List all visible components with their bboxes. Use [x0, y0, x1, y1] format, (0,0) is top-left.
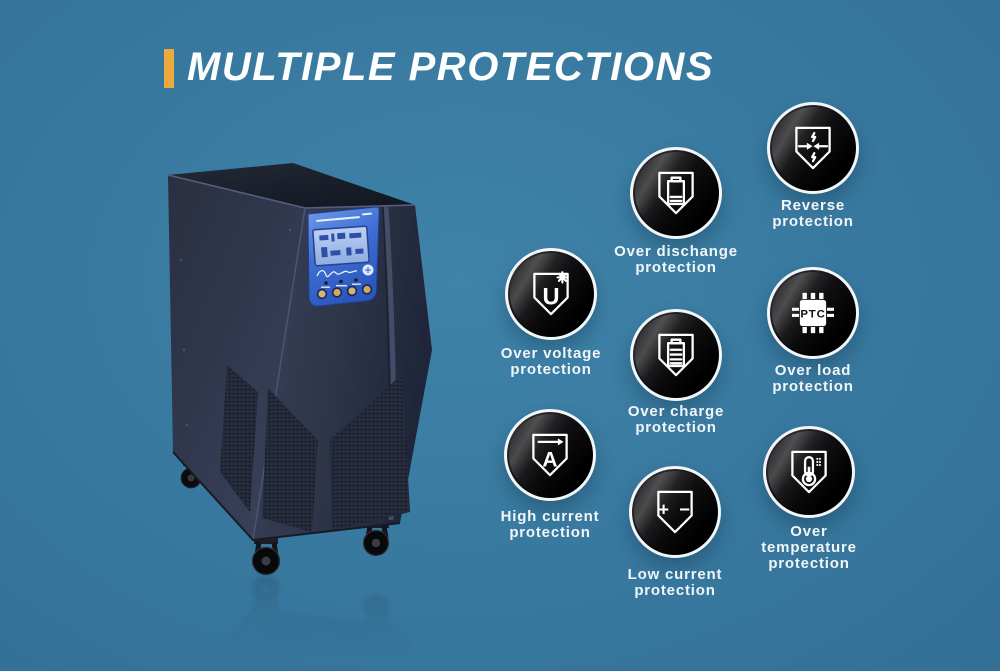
badge-label-over-charge: Over charge protection: [627, 403, 725, 436]
badge-over-charge: [630, 309, 722, 401]
badge-label-over-load: Over load protection: [772, 362, 854, 395]
ptc-chip-icon: PTC: [792, 292, 834, 334]
shield-battery-full-icon: [658, 333, 694, 377]
badge-over-discharge: [630, 147, 722, 239]
svg-text:PTC: PTC: [800, 308, 825, 320]
shield-battery-low-icon: [658, 171, 694, 215]
svg-text:U: U: [542, 285, 559, 311]
badge-label-over-temperature: Over temperature protection: [761, 523, 857, 572]
badge-over-temperature: [763, 426, 855, 518]
title-accent-bar: [164, 49, 174, 88]
badge-high-current: A: [504, 409, 596, 501]
badge-over-voltage: U: [505, 248, 597, 340]
page-title: MULTIPLE PROTECTIONS: [187, 45, 715, 89]
svg-text:A: A: [542, 448, 557, 471]
badge-label-over-voltage: Over voltage protection: [500, 345, 602, 378]
shield-ampere-arrow-icon: A: [532, 433, 568, 477]
badge-label-low-current: Low current protection: [627, 566, 723, 599]
ups-device-photo: [140, 140, 460, 610]
device-reflection: [140, 575, 460, 669]
badge-low-current: + −: [629, 466, 721, 558]
shield-plus-minus-icon: + −: [657, 490, 693, 534]
badge-reverse: [767, 102, 859, 194]
badge-over-load: PTC: [767, 267, 859, 359]
shield-u-star-icon: U: [533, 271, 569, 316]
shield-reverse-arrows-icon: [795, 126, 831, 170]
shield-thermometer-icon: [791, 450, 827, 494]
svg-text:+ −: + −: [658, 499, 692, 520]
badge-label-high-current: High current protection: [500, 508, 600, 541]
badge-label-reverse: Reverse protection: [772, 197, 854, 230]
badge-label-over-discharge: Over dischange protection: [614, 243, 738, 276]
